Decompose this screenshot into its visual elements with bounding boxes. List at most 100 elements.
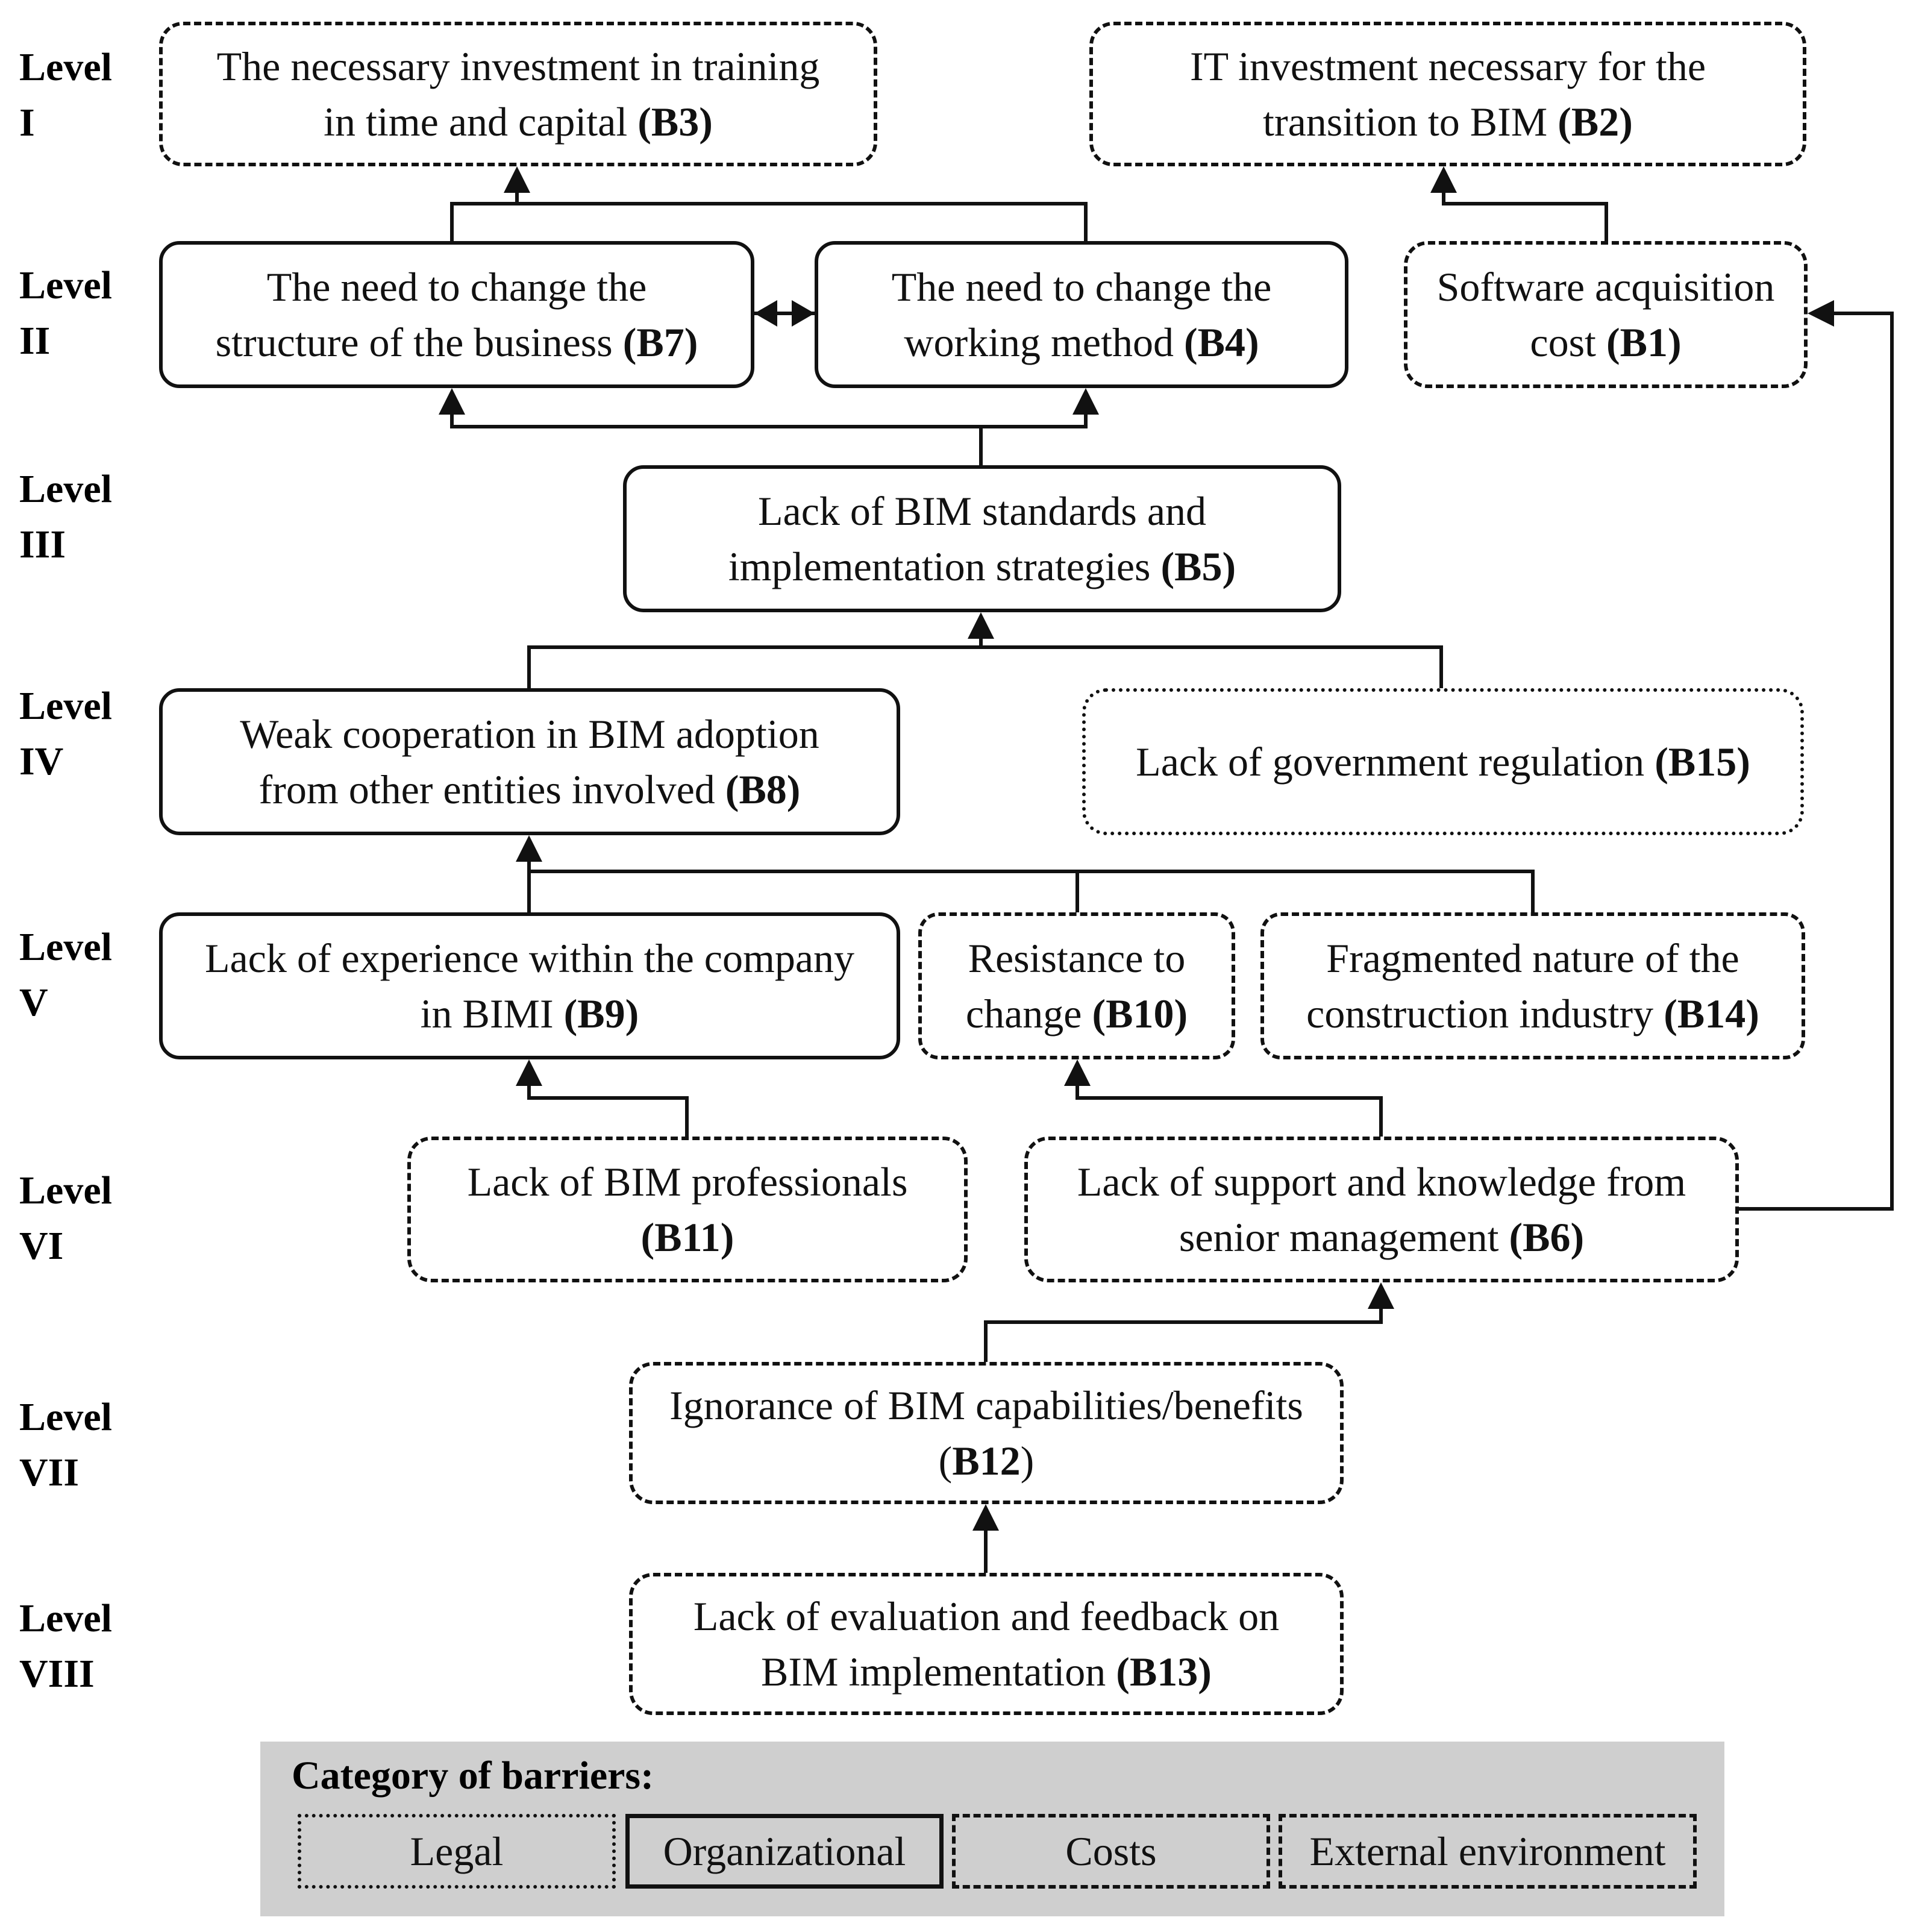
barrier-b5-line1: Lack of BIM standards and bbox=[757, 488, 1206, 534]
barrier-b6-line2: senior management bbox=[1179, 1214, 1499, 1260]
level-word: Level bbox=[19, 684, 112, 728]
barrier-b2-code: (B2) bbox=[1558, 99, 1633, 145]
edge-b7-b4-to-b3 bbox=[450, 202, 1088, 241]
barrier-b2-line1: IT investment necessary for the bbox=[1189, 43, 1706, 89]
arrowhead-to-b9 bbox=[516, 1059, 542, 1086]
barrier-b7-line2: structure of the business bbox=[215, 319, 613, 365]
barrier-b9-line2: in BIMI bbox=[420, 991, 564, 1037]
barrier-b1-box: Software acquisition cost (B1) bbox=[1404, 241, 1808, 388]
barrier-b9-box: Lack of experience within the company in … bbox=[159, 912, 900, 1059]
barrier-b10-code: (B10) bbox=[1092, 991, 1188, 1037]
level-word: Level bbox=[19, 1395, 112, 1439]
legend-label-costs: Costs bbox=[1065, 1828, 1157, 1874]
legend-label-legal: Legal bbox=[410, 1828, 504, 1874]
barrier-b3-line1: The necessary investment in training bbox=[216, 43, 820, 89]
arrowhead-b7-left bbox=[754, 300, 777, 327]
barrier-b2-line2: transition to BIM bbox=[1263, 99, 1548, 145]
level-word: Level bbox=[19, 467, 112, 511]
barrier-b1-line2: cost bbox=[1530, 319, 1596, 365]
barrier-b10-line1: Resistance to bbox=[968, 935, 1186, 981]
barrier-b9-code: (B9) bbox=[563, 991, 639, 1037]
level-word: Level bbox=[19, 1168, 112, 1212]
arrowhead-to-b3 bbox=[504, 166, 530, 193]
level-word: Level bbox=[19, 925, 112, 969]
barrier-b10-line2: change bbox=[965, 991, 1082, 1037]
level-word: Level bbox=[19, 1596, 112, 1640]
barrier-b10-box: Resistance to change (B10) bbox=[918, 912, 1235, 1059]
arrowhead-to-b1 bbox=[1808, 300, 1834, 327]
arrowhead-to-b7 bbox=[439, 388, 465, 415]
level-number: IV bbox=[19, 739, 64, 783]
barrier-b8-code: (B8) bbox=[725, 767, 801, 812]
arrowhead-to-b6 bbox=[1368, 1282, 1394, 1309]
barrier-b9-line1: Lack of experience within the company bbox=[204, 935, 855, 981]
level-word: Level bbox=[19, 263, 112, 307]
arrowhead-to-b8 bbox=[516, 835, 542, 862]
barrier-b12-code: B12 bbox=[952, 1438, 1021, 1484]
edge-b1-to-b2 bbox=[1442, 181, 1608, 241]
barrier-b13-code: (B13) bbox=[1116, 1649, 1212, 1695]
arrowhead-to-b10 bbox=[1064, 1059, 1091, 1086]
level-number: VII bbox=[19, 1451, 80, 1494]
barrier-b14-line1: Fragmented nature of the bbox=[1326, 935, 1739, 981]
legend-item-legal: Legal bbox=[298, 1814, 616, 1889]
edge-b5-to-b7-b4 bbox=[450, 404, 983, 465]
level-number: I bbox=[19, 101, 35, 145]
level-number: VI bbox=[19, 1224, 64, 1268]
barrier-b6-code: (B6) bbox=[1509, 1214, 1585, 1260]
barrier-b15-line1: Lack of government regulation bbox=[1136, 739, 1655, 785]
barrier-b1-line1: Software acquisition bbox=[1436, 264, 1775, 310]
level-number: V bbox=[19, 980, 48, 1024]
barrier-b12-paren-close: ) bbox=[1020, 1438, 1035, 1484]
barrier-b4-line2: working method bbox=[904, 319, 1174, 365]
edge-b11-to-b9 bbox=[527, 1077, 689, 1137]
barrier-b8-line1: Weak cooperation in BIM adoption bbox=[240, 711, 819, 757]
barrier-b5-line2: implementation strategies bbox=[728, 544, 1151, 589]
legend-label-organizational: Organizational bbox=[663, 1828, 906, 1874]
barrier-b11-box: Lack of BIM professionals(B11) bbox=[407, 1137, 968, 1282]
level-number: III bbox=[19, 522, 66, 566]
barrier-b6-box: Lack of support and knowledge from senior… bbox=[1024, 1137, 1739, 1282]
barrier-b3-line2: in time and capital bbox=[324, 99, 628, 145]
legend-panel: Category of barriers: Legal Organization… bbox=[260, 1742, 1724, 1916]
level-word: Level bbox=[19, 45, 112, 89]
barrier-b12-line1: Ignorance of BIM capabilities/benefits bbox=[669, 1382, 1303, 1428]
edge-b8-b15-to-b5 bbox=[527, 645, 1443, 688]
edge-b10-b14-to-b8 bbox=[1075, 870, 1535, 912]
arrowhead-to-b5 bbox=[968, 612, 994, 639]
barrier-b11-code: (B11) bbox=[640, 1214, 734, 1260]
barrier-b2-box: IT investment necessary for the transitio… bbox=[1089, 22, 1806, 166]
barrier-b12-box: Ignorance of BIM capabilities/benefits (B… bbox=[629, 1362, 1344, 1504]
barrier-b3-box: The necessary investment in training in t… bbox=[159, 22, 877, 166]
arrowhead-to-b2 bbox=[1430, 166, 1457, 193]
legend-label-external: External environment bbox=[1309, 1828, 1666, 1874]
edge-b5-to-b4 bbox=[981, 404, 1088, 428]
barrier-b4-line1: The need to change the bbox=[891, 264, 1272, 310]
barrier-b5-code: (B5) bbox=[1160, 544, 1236, 589]
level-number: VIII bbox=[19, 1652, 95, 1696]
barrier-b6-line1: Lack of support and knowledge from bbox=[1077, 1159, 1686, 1205]
barrier-b13-line2: BIM implementation bbox=[761, 1649, 1106, 1695]
legend-item-organizational: Organizational bbox=[625, 1814, 944, 1889]
arrowhead-b4-right bbox=[792, 300, 815, 327]
barrier-b1-code: (B1) bbox=[1606, 319, 1682, 365]
barrier-b3-code: (B3) bbox=[637, 99, 713, 145]
barrier-b15-code: (B15) bbox=[1655, 739, 1750, 785]
barrier-b7-code: (B7) bbox=[622, 319, 698, 365]
legend-item-costs: Costs bbox=[952, 1814, 1270, 1889]
edge-b6-to-b10 bbox=[1075, 1077, 1383, 1137]
barrier-b12-paren-open: ( bbox=[938, 1438, 953, 1484]
